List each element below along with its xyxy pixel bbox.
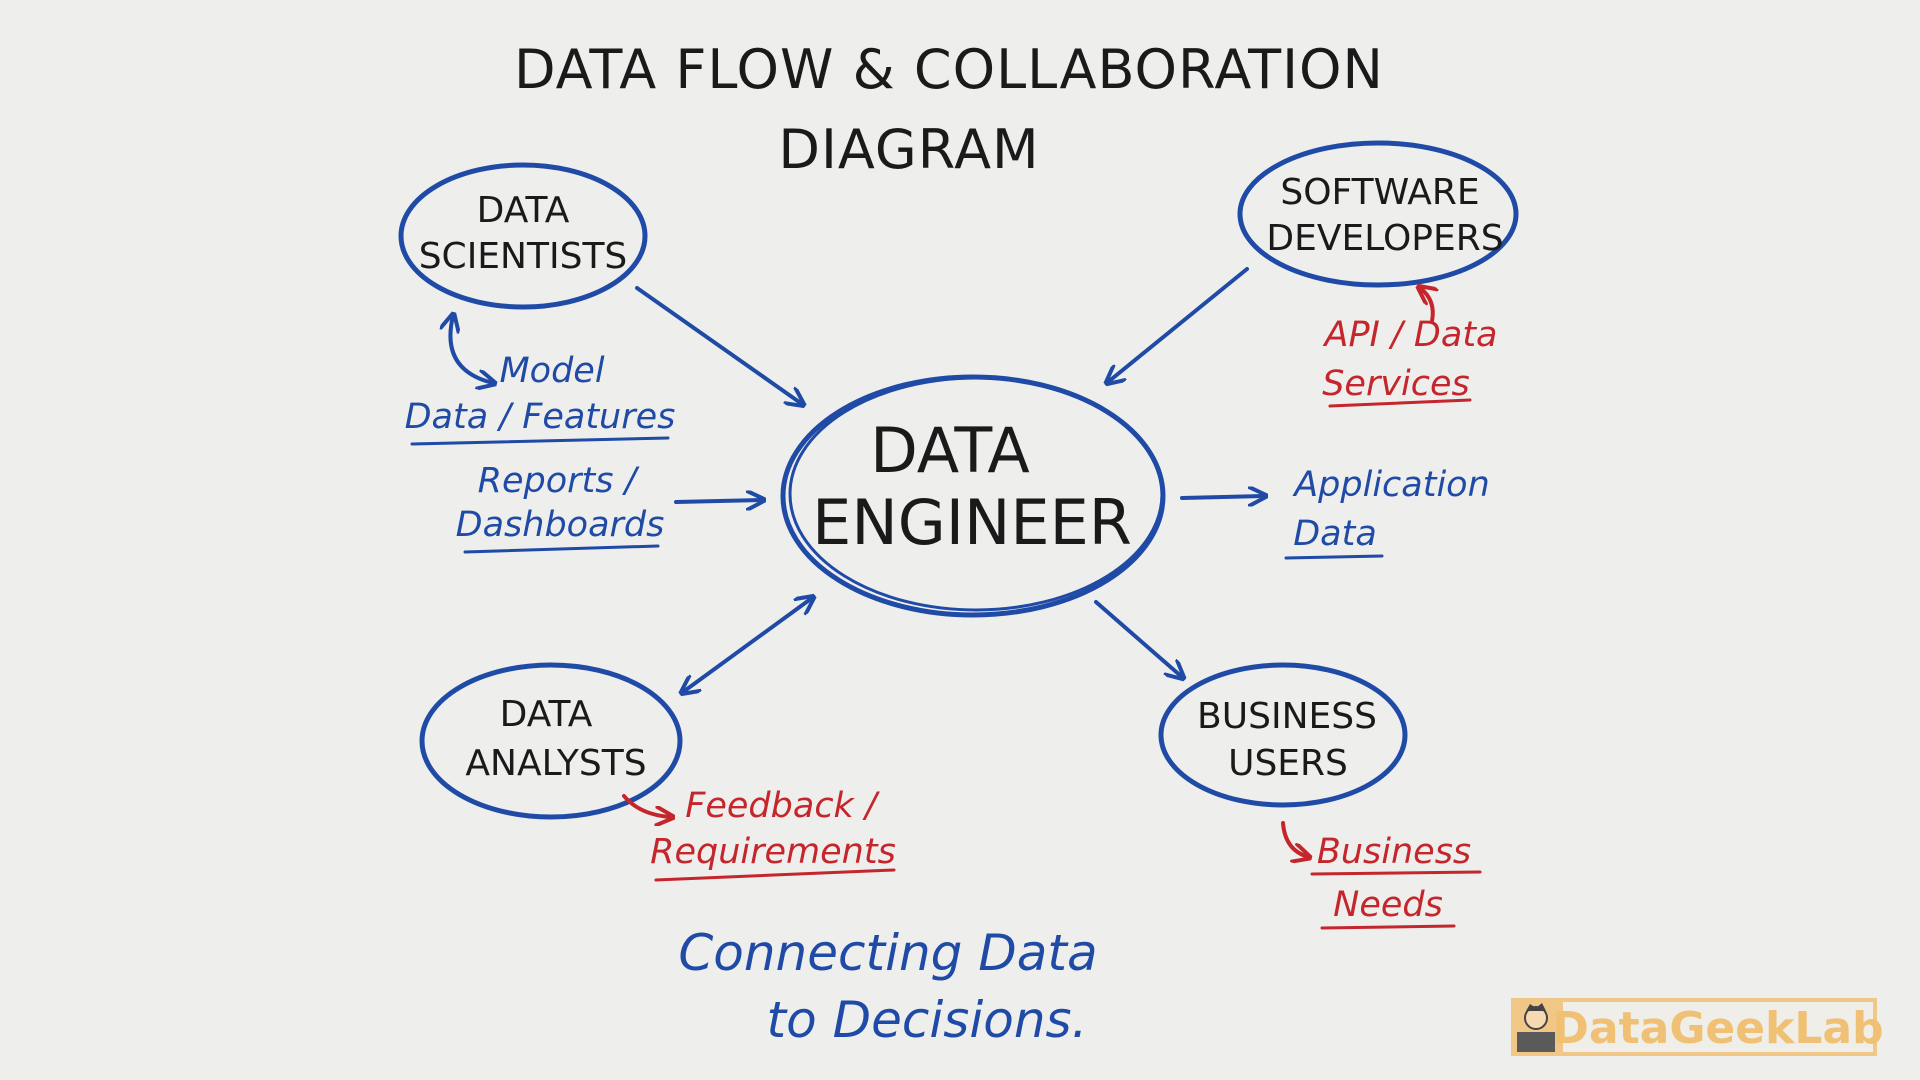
logo: DataGeekLab xyxy=(1511,998,1884,1056)
underline-requirements xyxy=(654,868,896,882)
label-application: Application xyxy=(1292,465,1490,505)
data-engineer-ellipse-inner xyxy=(788,376,1164,612)
business-users-line-2: USERS xyxy=(1228,743,1348,784)
arrow-developers-to-engineer xyxy=(1108,267,1249,382)
label-services: Services xyxy=(1322,364,1470,404)
underline-needs xyxy=(1320,924,1456,930)
arrow-feedback xyxy=(622,794,671,817)
arrow-engineer-to-application xyxy=(1180,496,1264,498)
label-data-features: Data / Features xyxy=(405,397,676,437)
software-developers-ellipse xyxy=(1237,140,1519,288)
business-users-ellipse xyxy=(1158,662,1408,808)
data-analysts-line-1: DATA xyxy=(500,694,593,735)
software-developers-line-2: DEVELOPERS xyxy=(1266,218,1503,259)
data-analysts-ellipse xyxy=(419,662,683,820)
underline-app-data xyxy=(1284,554,1384,560)
underline-business xyxy=(1310,870,1482,876)
software-developers-line-1: SOFTWARE xyxy=(1280,172,1479,213)
label-reports: Reports / xyxy=(478,461,640,501)
footer-line-2: to Decisions. xyxy=(767,991,1088,1049)
geek-avatar-icon xyxy=(1517,1003,1555,1052)
label-dashboards: Dashboards xyxy=(456,505,665,545)
data-engineer-line-2: ENGINEER xyxy=(812,486,1132,559)
data-engineer-line-1: DATA xyxy=(870,414,1030,487)
label-feedback: Feedback / xyxy=(685,786,880,826)
data-analysts-line-2: ANALYSTS xyxy=(465,743,646,784)
label-model: Model xyxy=(499,351,604,391)
data-scientists-line-1: DATA xyxy=(477,190,570,231)
logo-text: DataGeekLab xyxy=(1552,1003,1883,1054)
label-business: Business xyxy=(1317,832,1471,872)
title-line-2: DIAGRAM xyxy=(778,118,1039,181)
arrow-reports-to-engineer xyxy=(674,500,762,502)
underline-data-features xyxy=(410,436,670,446)
arrow-engineer-to-business xyxy=(1094,600,1182,677)
arrow-api-up xyxy=(1420,288,1433,323)
underline-services xyxy=(1328,398,1472,408)
label-api-data: API / Data xyxy=(1323,315,1498,355)
underline-dashboards xyxy=(463,544,660,554)
label-requirements: Requirements xyxy=(650,832,896,872)
data-scientists-line-2: SCIENTISTS xyxy=(419,236,628,277)
label-needs: Needs xyxy=(1333,885,1443,925)
business-users-line-1: BUSINESS xyxy=(1197,696,1377,737)
data-scientists-ellipse xyxy=(398,162,648,310)
title-line-1: DATA FLOW & COLLABORATION xyxy=(514,38,1384,101)
model-curved-arrow xyxy=(450,316,493,383)
arrow-scientists-to-engineer xyxy=(635,286,802,404)
label-app-data: Data xyxy=(1293,514,1377,554)
arrow-business-needs xyxy=(1281,821,1308,857)
arrow-engineer-analysts xyxy=(683,598,812,692)
footer-line-1: Connecting Data xyxy=(678,924,1097,982)
